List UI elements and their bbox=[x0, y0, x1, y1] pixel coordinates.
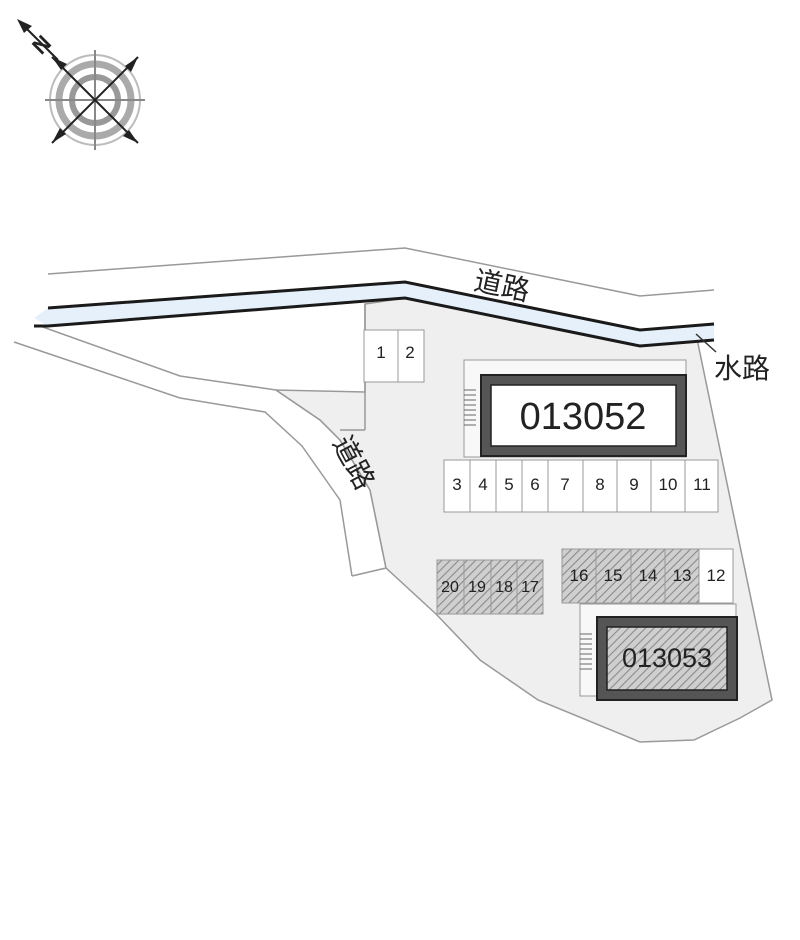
parking-space-number: 4 bbox=[478, 475, 487, 494]
top-road bbox=[47, 247, 715, 297]
parking-space-number: 19 bbox=[468, 579, 486, 596]
parking-space-number: 12 bbox=[707, 566, 726, 585]
parking-space-number: 8 bbox=[595, 475, 604, 494]
parking-space-number: 1 bbox=[376, 343, 385, 362]
building-013052: 013052 bbox=[463, 359, 687, 458]
parking-right-row: 16 15 14 13 12 bbox=[561, 548, 734, 604]
parking-space-number: 10 bbox=[659, 475, 678, 494]
waterway-label: 水路 bbox=[714, 352, 770, 385]
parking-space-number: 15 bbox=[604, 566, 623, 585]
parking-space-number: 2 bbox=[405, 343, 414, 362]
parking-space-number: 17 bbox=[521, 579, 539, 596]
building-013053: 013053 bbox=[579, 603, 738, 701]
parking-space-number: 6 bbox=[530, 475, 539, 494]
parking-space-number: 9 bbox=[629, 475, 638, 494]
compass-rose-icon: N bbox=[17, 19, 145, 150]
parking-space-number: 5 bbox=[504, 475, 513, 494]
building-label: 013052 bbox=[520, 396, 647, 438]
parking-space-number: 3 bbox=[452, 475, 461, 494]
parking-space-number: 13 bbox=[673, 566, 692, 585]
parking-middle-row: 3 4 5 6 7 8 9 10 11 bbox=[443, 459, 719, 513]
parking-space-number: 11 bbox=[693, 475, 711, 494]
parking-space-number: 14 bbox=[639, 566, 658, 585]
building-label: 013053 bbox=[622, 643, 712, 673]
parking-space-number: 16 bbox=[570, 566, 589, 585]
waterway bbox=[34, 280, 717, 353]
parking-space-number: 18 bbox=[495, 579, 513, 596]
parking-space-number: 20 bbox=[441, 579, 459, 596]
parking-north-pair: 1 2 bbox=[363, 329, 425, 383]
parking-left-row: 20 19 18 17 bbox=[436, 559, 544, 615]
parking-space-number: 7 bbox=[560, 475, 569, 494]
